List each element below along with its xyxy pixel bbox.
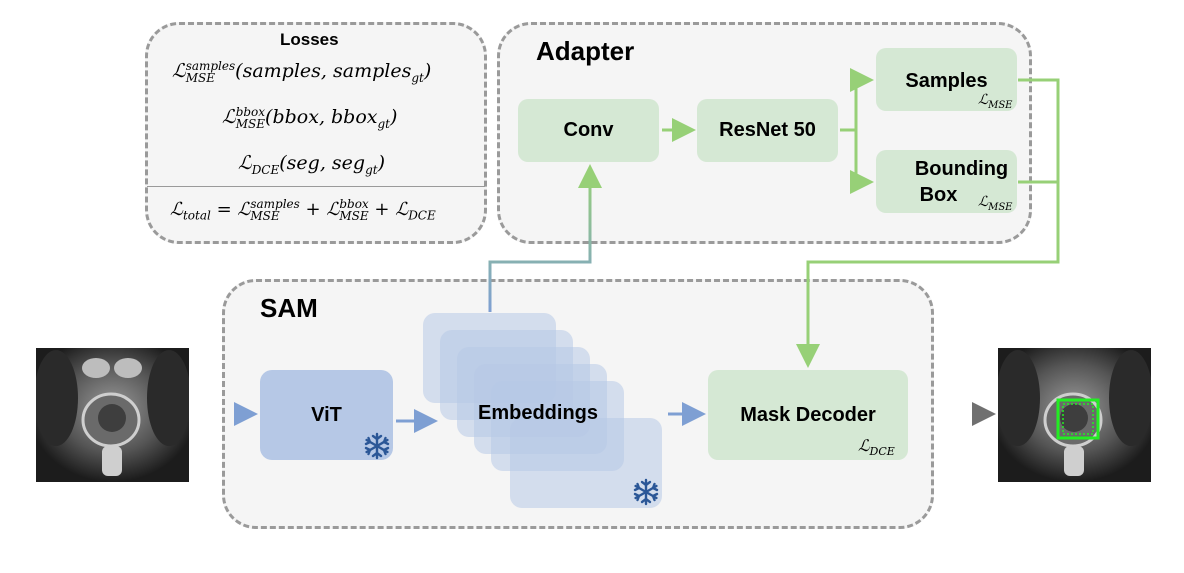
losses-divider	[147, 186, 485, 187]
losses-title: Losses	[280, 30, 339, 49]
bbox-loss-label: ℒMSE	[978, 194, 1013, 213]
sam-title: SAM	[260, 293, 318, 323]
embeddings-label: Embeddings	[478, 402, 599, 424]
mask-decoder-label: Mask Decoder	[740, 403, 876, 426]
arrow-embeddings-to-conv	[488, 164, 602, 312]
vit-block: ViT	[260, 370, 393, 460]
bounding-box-head: Bounding Box	[876, 150, 1017, 213]
resnet50-block: ResNet 50	[697, 99, 838, 162]
mri-output-image	[998, 348, 1151, 482]
samples-label: Samples	[905, 70, 988, 92]
mask-decoder-loss-label: ℒDCE	[858, 436, 895, 459]
vit-label: ViT	[311, 403, 342, 426]
snowflake-icon	[633, 478, 659, 506]
losses-panel	[145, 22, 487, 244]
bbox-label-line2: Box	[919, 183, 958, 206]
snowflake-icon	[364, 432, 390, 460]
arrow-samples-to-decoder	[796, 78, 1060, 368]
arrow-resnet-to-bbox	[850, 130, 874, 194]
mask-decoder-block: Mask Decoder	[708, 370, 908, 460]
dce-loss-formula: ℒDCE(seg, seggt)	[238, 152, 385, 177]
embedding-layer-6	[510, 418, 662, 508]
conv-block: Conv	[518, 99, 659, 162]
arrow-resnet-to-samples	[840, 68, 874, 132]
bbox-label-line1: Bounding	[914, 157, 1009, 180]
adapter-title: Adapter	[536, 36, 635, 66]
samples-head: Samples	[876, 48, 1017, 111]
samples-loss-label: ℒMSE	[978, 92, 1013, 111]
mri-input-image	[36, 348, 189, 482]
